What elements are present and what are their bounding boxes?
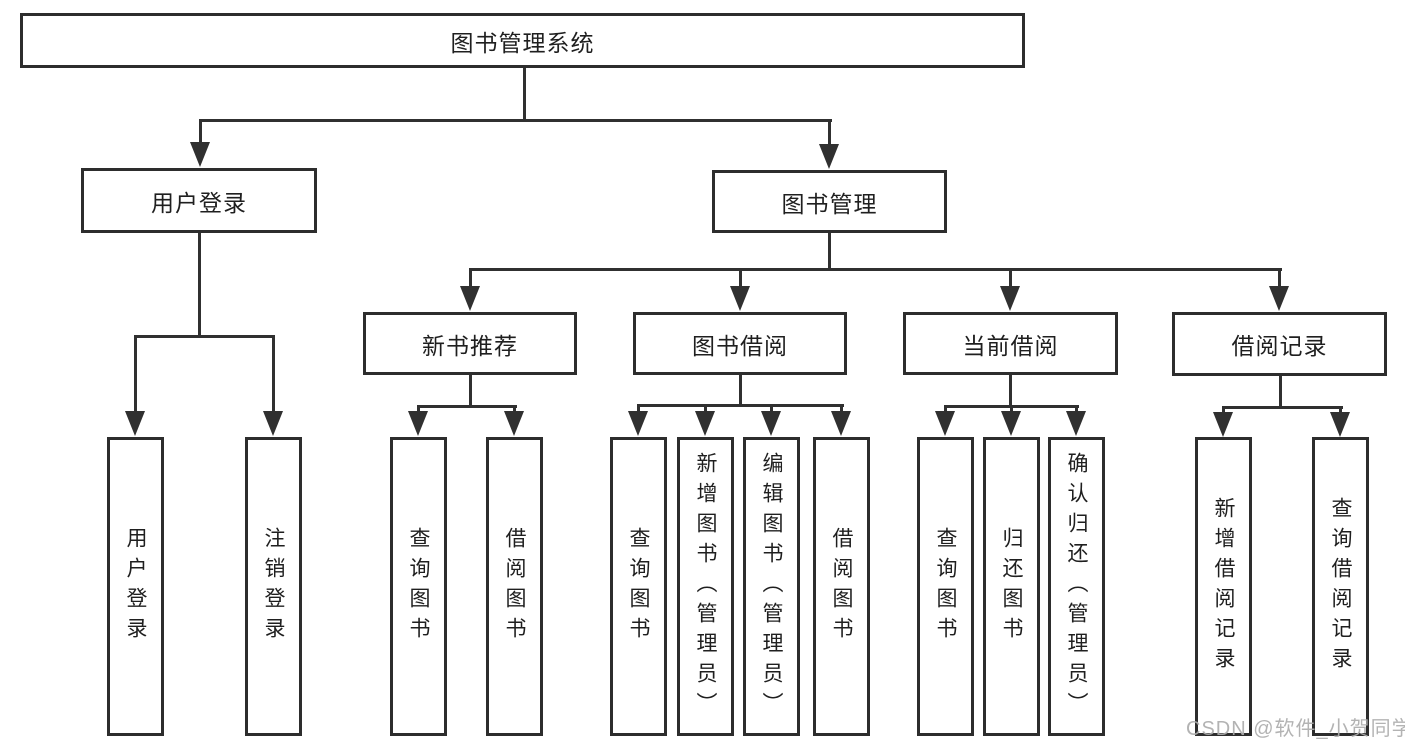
connector-line xyxy=(469,268,472,293)
leaf-borrow-add-book: 新增图书（管理员） xyxy=(677,437,734,736)
connector-line xyxy=(523,68,526,122)
leaf-borrow-query-book-label: 查询图书 xyxy=(627,526,650,647)
arrowhead-down-icon xyxy=(504,411,524,436)
leaf-user-login: 用户登录 xyxy=(107,437,164,736)
arrowhead-down-icon xyxy=(1330,412,1350,437)
node-user-login-label: 用户登录 xyxy=(151,189,247,216)
node-borrow-records-label: 借阅记录 xyxy=(1231,333,1328,359)
connector-line xyxy=(1009,268,1012,293)
leaf-current-confirm-return: 确认归还（管理员） xyxy=(1048,437,1105,736)
node-user-login: 用户登录 xyxy=(81,168,317,233)
arrowhead-down-icon xyxy=(263,411,283,436)
leaf-records-add-record: 新增借阅记录 xyxy=(1195,437,1252,736)
arrowhead-down-icon xyxy=(935,411,955,436)
leaf-rec-borrow-book: 借阅图书 xyxy=(486,437,543,736)
leaf-rec-borrow-book-label: 借阅图书 xyxy=(503,526,526,647)
leaf-logout: 注销登录 xyxy=(245,437,302,736)
arrowhead-down-icon xyxy=(1001,411,1021,436)
connector-line xyxy=(828,233,831,271)
leaf-borrow-borrow-book: 借阅图书 xyxy=(813,437,870,736)
csdn-watermark: CSDN @软件_小贺同学 xyxy=(1186,718,1405,740)
node-current-borrowing-label: 当前借阅 xyxy=(962,332,1059,359)
leaf-borrow-borrow-book-label: 借阅图书 xyxy=(830,526,853,647)
connector-line xyxy=(1279,375,1282,409)
connector-line xyxy=(198,233,201,338)
connector-line xyxy=(272,335,275,418)
node-borrow-records: 借阅记录 xyxy=(1172,312,1387,376)
leaf-current-query-book: 查询图书 xyxy=(917,437,974,736)
arrowhead-down-icon xyxy=(1000,286,1020,311)
connector-line xyxy=(469,268,1282,271)
leaf-records-add-record-label: 新增借阅记录 xyxy=(1212,496,1235,677)
node-book-borrowing: 图书借阅 xyxy=(633,312,847,375)
arrowhead-down-icon xyxy=(125,411,145,436)
arrowhead-down-icon xyxy=(1269,286,1289,311)
node-root: 图书管理系统 xyxy=(20,13,1025,68)
leaf-rec-query-book: 查询图书 xyxy=(390,437,447,736)
node-current-borrowing: 当前借阅 xyxy=(903,312,1118,375)
connector-line xyxy=(469,375,472,408)
leaf-records-query-record-label: 查询借阅记录 xyxy=(1329,496,1352,677)
connector-line xyxy=(1278,268,1281,293)
node-book-management-label: 图书管理 xyxy=(781,190,878,217)
arrowhead-down-icon xyxy=(1066,411,1086,436)
arrowhead-down-icon xyxy=(819,144,839,169)
node-book-management: 图书管理 xyxy=(712,170,947,233)
connector-line xyxy=(1222,406,1343,409)
arrowhead-down-icon xyxy=(1213,412,1233,437)
connector-line xyxy=(417,405,517,408)
leaf-user-login-label: 用户登录 xyxy=(124,526,147,647)
node-new-book-recommend: 新书推荐 xyxy=(363,312,577,375)
node-new-book-recommend-label: 新书推荐 xyxy=(422,332,518,359)
leaf-borrow-edit-book-label: 编辑图书（管理员） xyxy=(760,451,783,722)
connector-line xyxy=(134,335,137,418)
arrowhead-down-icon xyxy=(460,286,480,311)
connector-line xyxy=(134,335,275,338)
node-root-label: 图书管理系统 xyxy=(450,29,595,56)
arrowhead-down-icon xyxy=(831,411,851,436)
leaf-current-confirm-return-label: 确认归还（管理员） xyxy=(1065,451,1088,722)
arrowhead-down-icon xyxy=(761,411,781,436)
leaf-logout-label: 注销登录 xyxy=(262,526,285,647)
leaf-records-query-record: 查询借阅记录 xyxy=(1312,437,1369,736)
leaf-borrow-query-book: 查询图书 xyxy=(610,437,667,736)
leaf-current-query-book-label: 查询图书 xyxy=(934,526,957,647)
leaf-borrow-add-book-label: 新增图书（管理员） xyxy=(694,451,717,722)
node-book-borrowing-label: 图书借阅 xyxy=(692,332,788,359)
arrowhead-down-icon xyxy=(190,142,210,167)
arrowhead-down-icon xyxy=(730,286,750,311)
connector-line xyxy=(199,119,202,149)
connector-line xyxy=(1009,375,1012,408)
arrowhead-down-icon xyxy=(695,411,715,436)
connector-line xyxy=(199,119,832,122)
connector-line xyxy=(637,404,844,407)
leaf-borrow-edit-book: 编辑图书（管理员） xyxy=(743,437,800,736)
leaf-current-return-book: 归还图书 xyxy=(983,437,1040,736)
leaf-rec-query-book-label: 查询图书 xyxy=(407,526,430,647)
connector-line xyxy=(828,119,831,151)
connector-line xyxy=(739,375,742,407)
arrowhead-down-icon xyxy=(628,411,648,436)
arrowhead-down-icon xyxy=(408,411,428,436)
leaf-current-return-book-label: 归还图书 xyxy=(1000,526,1023,647)
connector-line xyxy=(739,268,742,293)
